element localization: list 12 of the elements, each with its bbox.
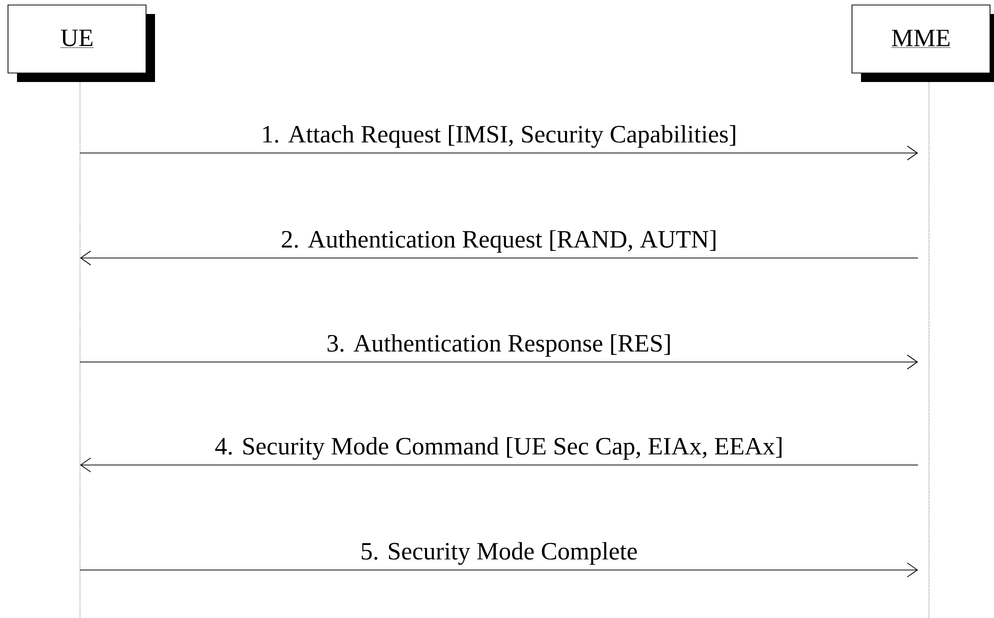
participant-lifeline: MME [852, 4, 994, 618]
message-arrow [80, 250, 918, 266]
message-label: 5. Security Mode Complete [362, 542, 637, 565]
message-arrow [80, 146, 918, 160]
message-label: 1. Attach Request [IMSI, Security Capabilities] [263, 125, 736, 148]
message-arrow [80, 354, 918, 370]
message-label: 2. Authentication Request [RAND, AUTN] [282, 230, 716, 253]
participant-lifeline: UE [8, 4, 155, 618]
message-label: 3. Authentication Response [RES] [328, 334, 670, 357]
message-arrow [80, 562, 918, 578]
message-label: 4. Security Mode Command [UE Sec Cap, EIAx, EEAx] [215, 437, 782, 460]
message-arrow [80, 458, 918, 472]
